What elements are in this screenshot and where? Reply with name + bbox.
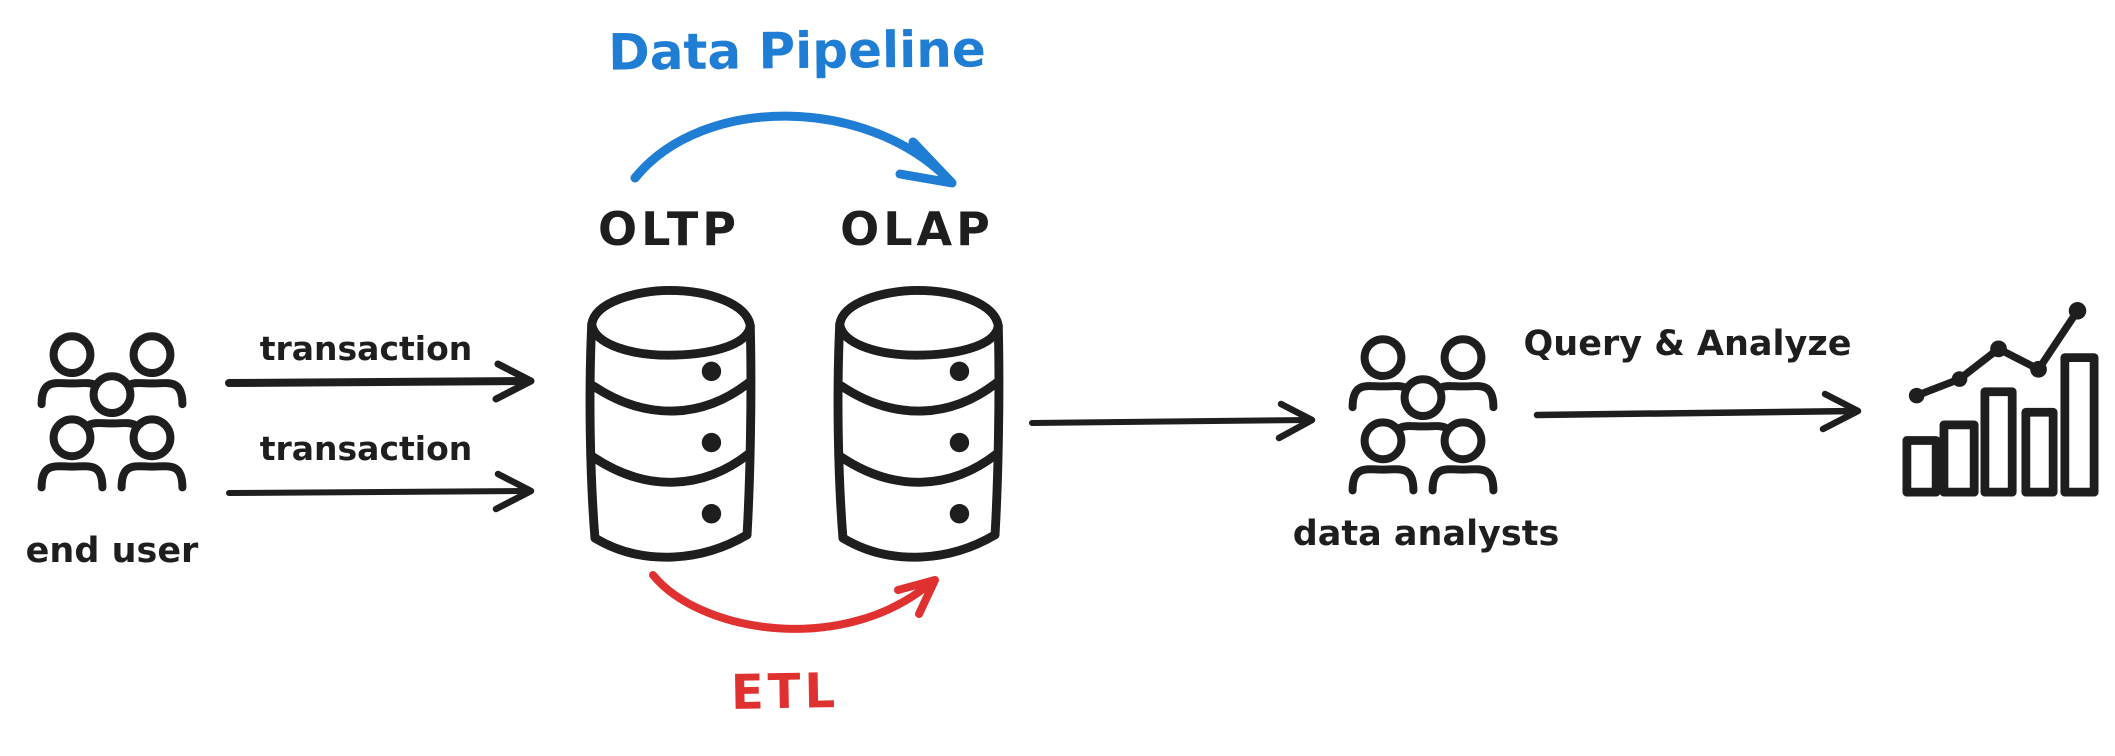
transaction-label-top: transaction (259, 329, 473, 368)
transaction-label-bottom: transaction (259, 429, 473, 468)
etl-arrow (649, 571, 939, 633)
query-analyze-label: Query & Analyze (1523, 324, 1852, 364)
oltp-database-icon (585, 286, 756, 562)
olap-to-analysts-arrow (1029, 400, 1316, 442)
data-analysts-group-icon (1335, 335, 1511, 505)
chart-bars (1902, 353, 2099, 497)
database-cylinder (585, 286, 756, 562)
end-user-group-icon (24, 332, 200, 502)
end-user-label: end user (25, 531, 199, 571)
data-pipeline-arrow (630, 111, 957, 188)
olap-label: OLAP (840, 202, 994, 256)
transaction-arrow-top (225, 360, 535, 403)
database-cylinder (833, 286, 1004, 562)
olap-database-icon (833, 286, 1004, 562)
query-analyze-arrow (1533, 390, 1862, 433)
oltp-label: OLTP (598, 202, 740, 256)
analytics-chart-icon (1902, 302, 2099, 497)
transaction-arrow-bottom (226, 470, 535, 513)
data-analysts-label: data analysts (1292, 514, 1560, 554)
chart-trend-line (1908, 302, 2087, 404)
diagram-title: Data Pipeline (607, 20, 987, 82)
etl-label: ETL (730, 663, 840, 721)
